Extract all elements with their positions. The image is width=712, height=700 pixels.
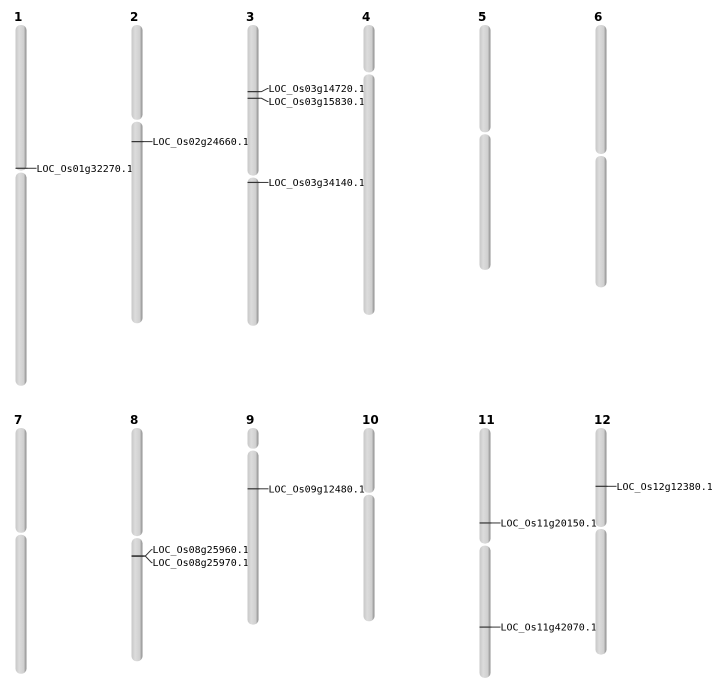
short-arm: [15, 428, 27, 533]
gene-connector: [143, 549, 153, 557]
chromosome-label: 6: [594, 10, 602, 24]
chromosome-label: 5: [478, 10, 486, 24]
short-arm: [363, 25, 375, 73]
long-arm: [479, 134, 491, 270]
short-arm: [247, 428, 259, 449]
short-arm: [131, 428, 143, 537]
gene-label: LOC_Os12g12380.1: [617, 482, 712, 493]
gene-label: LOC_Os08g25960.1: [153, 545, 249, 556]
short-arm: [247, 25, 259, 176]
gene-label: LOC_Os03g34140.1: [269, 178, 365, 189]
chromosome-4: 4: [362, 10, 375, 315]
gene-label: LOC_Os11g20150.1: [501, 518, 597, 529]
short-arm: [595, 428, 607, 527]
long-arm: [595, 155, 607, 288]
chromosome-label: 3: [246, 10, 254, 24]
gene-connector: [143, 555, 153, 564]
chromosome-label: 9: [246, 413, 254, 427]
long-arm: [247, 177, 259, 326]
chromosome-label: 10: [362, 413, 379, 427]
long-arm: [15, 172, 27, 386]
chromosome-label: 1: [14, 10, 22, 24]
chromosome-label: 12: [594, 413, 611, 427]
chromosome-label: 4: [362, 10, 370, 24]
chromosome-6: 6: [594, 10, 607, 288]
long-arm: [479, 545, 491, 678]
gene-label: LOC_Os02g24660.1: [153, 137, 249, 148]
gene-label: LOC_Os01g32270.1: [37, 164, 133, 175]
short-arm: [595, 25, 607, 154]
gene-connector: [259, 87, 269, 93]
chromosome-10: 10: [362, 413, 379, 622]
chromosome-label: 11: [478, 413, 495, 427]
gene-label: LOC_Os09g12480.1: [269, 484, 365, 495]
long-arm: [15, 534, 27, 674]
short-arm: [15, 25, 27, 171]
chromosome-3: 3LOC_Os03g14720.1LOC_Os03g15830.1LOC_Os0…: [246, 10, 365, 326]
long-arm: [131, 121, 143, 324]
long-arm: [595, 528, 607, 655]
short-arm: [131, 25, 143, 120]
gene-label: LOC_Os03g15830.1: [269, 97, 365, 108]
gene-connector: [259, 97, 269, 102]
long-arm: [247, 450, 259, 625]
chromosome-label: 2: [130, 10, 138, 24]
short-arm: [479, 428, 491, 544]
short-arm: [479, 25, 491, 133]
gene-label: LOC_Os08g25970.1: [153, 558, 249, 569]
short-arm: [363, 428, 375, 493]
long-arm: [363, 494, 375, 622]
gene-label: LOC_Os11g42070.1: [501, 623, 597, 634]
chromosome-label: 8: [130, 413, 138, 427]
chromosome-7: 7: [14, 413, 27, 674]
long-arm: [131, 538, 143, 662]
long-arm: [363, 74, 375, 315]
gene-label: LOC_Os03g14720.1: [269, 84, 365, 95]
chromosome-5: 5: [478, 10, 491, 270]
chromosome-label: 7: [14, 413, 22, 427]
